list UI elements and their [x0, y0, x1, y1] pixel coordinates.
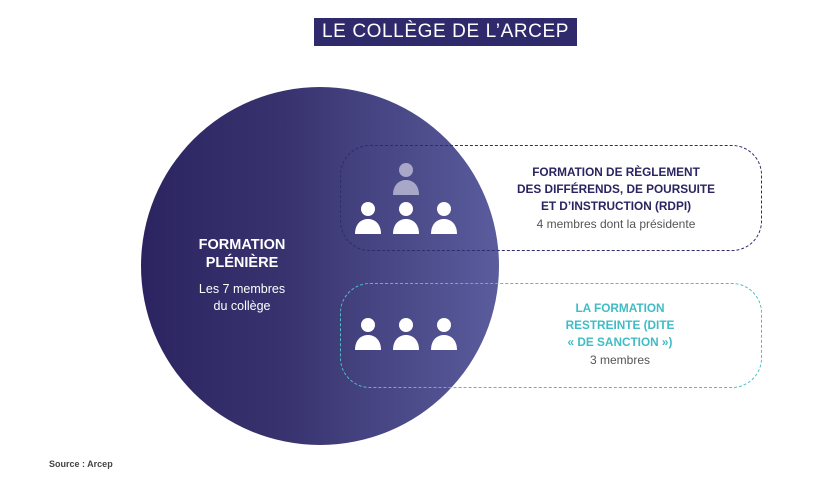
rdpi-member-person-icon: [391, 200, 421, 236]
page-title: LE COLLÈGE DE L’ARCEP: [314, 18, 578, 46]
sanction-member-person-icon: [391, 316, 421, 352]
rdpi-box: [340, 145, 762, 251]
formation-pleniere-circle: [141, 87, 499, 445]
formation-pleniere-subtitle: Les 7 membres du collège: [198, 282, 286, 313]
source-note: Source : Arcep: [49, 459, 113, 469]
sanction-box: [340, 283, 762, 388]
sanction-member-person-icon: [353, 316, 383, 352]
sanction-subtitle: 3 membres: [589, 353, 651, 367]
rdpi-subtitle: 4 membres dont la présidente: [536, 217, 696, 231]
sanction-member-person-icon: [429, 316, 459, 352]
rdpi-member-person-icon: [353, 200, 383, 236]
president-person-icon: [391, 161, 421, 197]
rdpi-title: FORMATION DE RÈGLEMENT DES DIFFÉRENDS, D…: [517, 165, 715, 213]
formation-pleniere-title: FORMATION PLÉNIÈRE: [198, 237, 286, 271]
sanction-title: LA FORMATION RESTREINTE (DITE « DE SANCT…: [565, 301, 675, 349]
rdpi-member-person-icon: [429, 200, 459, 236]
